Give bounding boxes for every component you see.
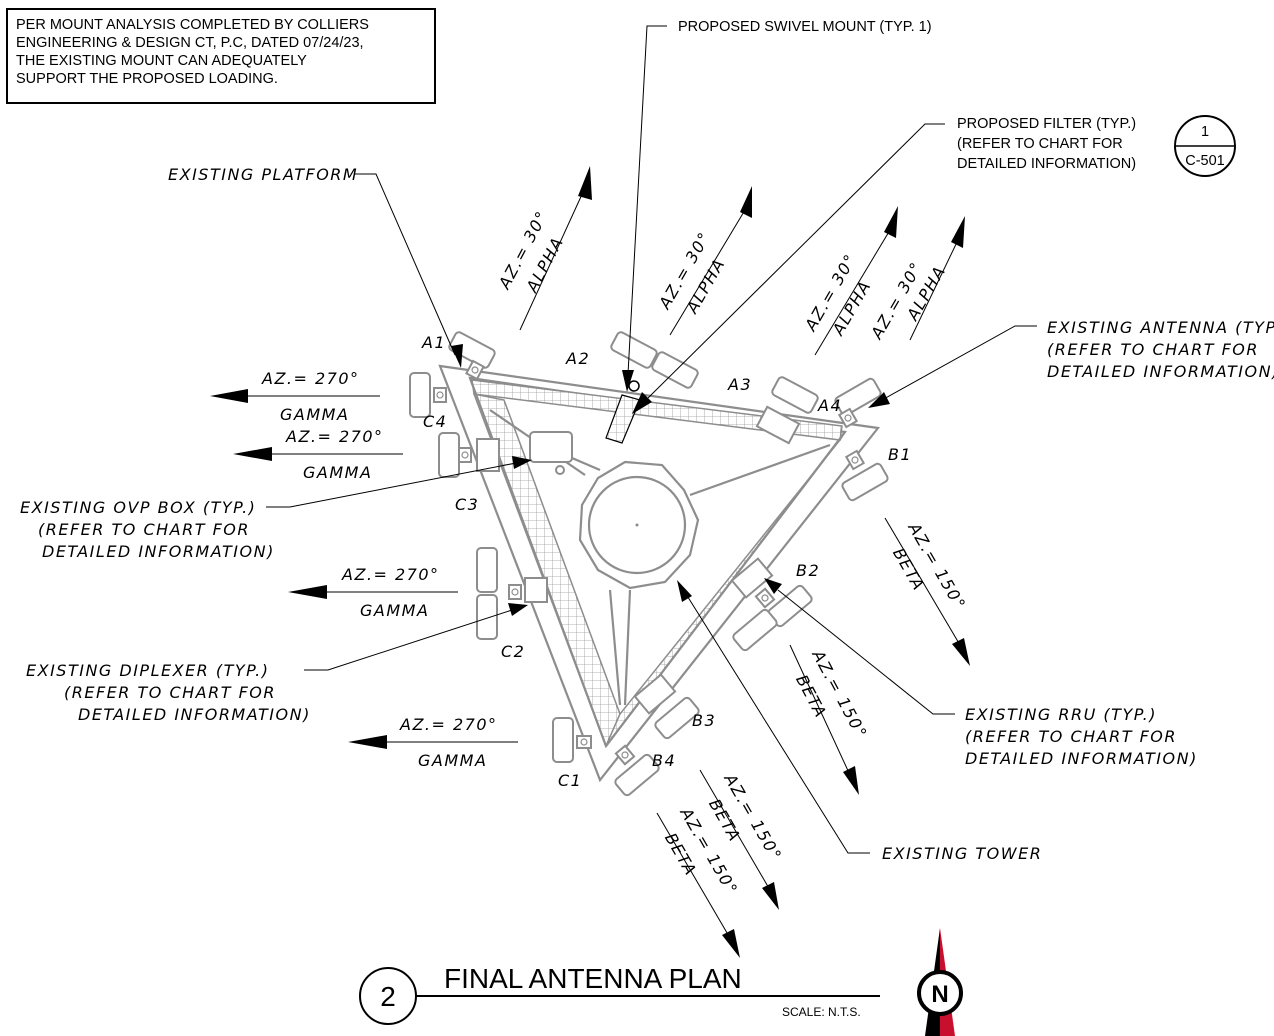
beta-azimuths: AZ.= 150°BETA AZ.= 150°BETA AZ.= 150°BET… (656, 517, 970, 958)
callout-ovp: EXISTING OVP BOX (TYP.) (REFER TO CHART … (20, 456, 532, 561)
svg-text:AZ.= 270°: AZ.= 270° (285, 427, 384, 446)
label-a2: A2 (565, 349, 590, 368)
rru-c3 (476, 438, 500, 472)
alpha-arrow-1: AZ.= 30°ALPHA (494, 166, 592, 331)
svg-text:EXISTING ANTENNA (TYP.): EXISTING ANTENNA (TYP.) (1047, 318, 1274, 337)
callout-swivel-mount: PROPOSED SWIVEL MOUNT (TYP. 1) (622, 19, 932, 392)
alpha-arrow-2: AZ.= 30°ALPHA (655, 186, 752, 336)
antenna-c3 (438, 432, 460, 478)
label-a3: A3 (727, 375, 752, 394)
svg-text:1: 1 (1201, 124, 1209, 140)
gamma-azimuths: AZ.= 270° GAMMA AZ.= 270° GAMMA AZ.= 270… (210, 369, 518, 770)
svg-text:N: N (931, 981, 948, 1008)
note-line: PER MOUNT ANALYSIS COMPLETED BY COLLIERS (16, 17, 369, 33)
label-b2: B2 (796, 561, 820, 580)
alpha-arrow-4: AZ.= 30°ALPHA (867, 216, 965, 343)
title-number: 2 (380, 981, 396, 1012)
rru-a3 (755, 405, 801, 445)
note-line: SUPPORT THE PROPOSED LOADING. (16, 71, 278, 87)
svg-text:(REFER TO CHART FOR: (REFER TO CHART FOR (64, 683, 276, 702)
svg-text:PROPOSED FILTER (TYP.): PROPOSED FILTER (TYP.) (957, 116, 1136, 132)
title-scale: SCALE: N.T.S. (782, 1005, 861, 1019)
svg-text:GAMMA: GAMMA (303, 463, 372, 482)
antenna-a3 (769, 374, 821, 416)
svg-text:DETAILED INFORMATION): DETAILED INFORMATION) (965, 749, 1198, 768)
note-line: THE EXISTING MOUNT CAN ADEQUATELY (16, 53, 307, 69)
diplexer (524, 577, 548, 603)
callout-tower: EXISTING TOWER (677, 580, 1042, 863)
svg-text:DETAILED INFORMATION): DETAILED INFORMATION) (1047, 362, 1274, 381)
svg-text:GAMMA: GAMMA (280, 405, 349, 424)
antenna-b1 (839, 461, 891, 503)
rru-b2 (730, 557, 774, 599)
tower (578, 460, 700, 590)
general-note: PER MOUNT ANALYSIS COMPLETED BY COLLIERS… (6, 8, 436, 104)
label-b1: B1 (888, 445, 912, 464)
svg-text:AZ.= 270°: AZ.= 270° (399, 715, 498, 734)
svg-text:(REFER TO CHART FOR: (REFER TO CHART FOR (38, 520, 250, 539)
svg-text:(REFER TO CHART FOR: (REFER TO CHART FOR (965, 727, 1177, 746)
north-arrow: N (917, 928, 963, 1036)
gamma-arrow-3: AZ.= 270° GAMMA (288, 565, 458, 620)
svg-text:C-501: C-501 (1185, 153, 1225, 169)
svg-text:DETAILED INFORMATION): DETAILED INFORMATION) (78, 705, 311, 724)
proposed-swivel-filter (605, 380, 641, 444)
label-b4: B4 (652, 751, 676, 770)
antenna-a2 (608, 329, 660, 371)
label-b3: B3 (692, 711, 716, 730)
drawing-title: 2 FINAL ANTENNA PLAN SCALE: N.T.S. (359, 963, 880, 1025)
callout-diplexer: EXISTING DIPLEXER (TYP.) (REFER TO CHART… (26, 603, 528, 724)
antenna-a2b (649, 349, 701, 391)
antenna-c4 (409, 372, 431, 418)
platform (438, 364, 881, 783)
label-c4: C4 (423, 412, 447, 431)
label-c1: C1 (558, 771, 582, 790)
antenna-c2 (476, 547, 498, 593)
gamma-arrow-2: AZ.= 270° GAMMA (233, 427, 403, 482)
label-a4: A4 (817, 396, 842, 415)
callout-filter: PROPOSED FILTER (TYP.) (REFER TO CHART F… (632, 115, 1236, 414)
alpha-azimuths: AZ.= 30°ALPHA AZ.= 30°ALPHA AZ.= 30°ALPH… (494, 166, 965, 356)
svg-text:DETAILED INFORMATION): DETAILED INFORMATION) (42, 542, 275, 561)
svg-text:GAMMA: GAMMA (418, 751, 487, 770)
callout-rru: EXISTING RRU (TYP.) (REFER TO CHART FOR … (764, 578, 1198, 768)
svg-text:EXISTING PLATFORM: EXISTING PLATFORM (168, 165, 358, 184)
svg-text:(REFER TO CHART FOR: (REFER TO CHART FOR (1047, 340, 1259, 359)
label-c3: C3 (455, 495, 479, 514)
callout-antenna: EXISTING ANTENNA (TYP.) (REFER TO CHART … (868, 318, 1274, 408)
title-text: FINAL ANTENNA PLAN (444, 963, 742, 994)
svg-text:AZ.= 270°: AZ.= 270° (341, 565, 440, 584)
svg-text:EXISTING RRU (TYP.): EXISTING RRU (TYP.) (965, 705, 1157, 724)
svg-text:EXISTING TOWER: EXISTING TOWER (882, 844, 1042, 863)
label-a1: A1 (421, 333, 446, 352)
svg-text:AZ.= 270°: AZ.= 270° (261, 369, 360, 388)
note-line: ENGINEERING & DESIGN CT, P.C, DATED 07/2… (16, 35, 364, 51)
svg-text:DETAILED INFORMATION): DETAILED INFORMATION) (957, 156, 1136, 172)
antenna-b2b (730, 607, 780, 653)
rru-b3 (633, 673, 677, 715)
beta-arrow-1: AZ.= 150°BETA (884, 517, 970, 666)
gamma-arrow-1: AZ.= 270° GAMMA (210, 369, 380, 424)
label-c2: C2 (501, 642, 525, 661)
antennas (409, 329, 891, 798)
svg-text:PROPOSED SWIVEL MOUNT (TYP. 1): PROPOSED SWIVEL MOUNT (TYP. 1) (678, 19, 932, 35)
svg-text:EXISTING OVP BOX (TYP.): EXISTING OVP BOX (TYP.) (20, 498, 256, 517)
position-labels: A1 A2 A3 A4 B1 B2 B3 B4 C1 C2 C3 C4 (421, 333, 912, 790)
antenna-c2b (476, 594, 498, 640)
svg-text:(REFER TO CHART FOR: (REFER TO CHART FOR (957, 136, 1123, 152)
callout-platform: EXISTING PLATFORM (168, 165, 463, 368)
ovp-box (529, 431, 573, 475)
antenna-c1 (552, 717, 574, 763)
svg-text:GAMMA: GAMMA (360, 601, 429, 620)
svg-text:EXISTING DIPLEXER (TYP.): EXISTING DIPLEXER (TYP.) (26, 661, 269, 680)
detail-bubble: 1 C-501 (1174, 115, 1236, 177)
gamma-arrow-4: AZ.= 270° GAMMA (348, 715, 518, 770)
